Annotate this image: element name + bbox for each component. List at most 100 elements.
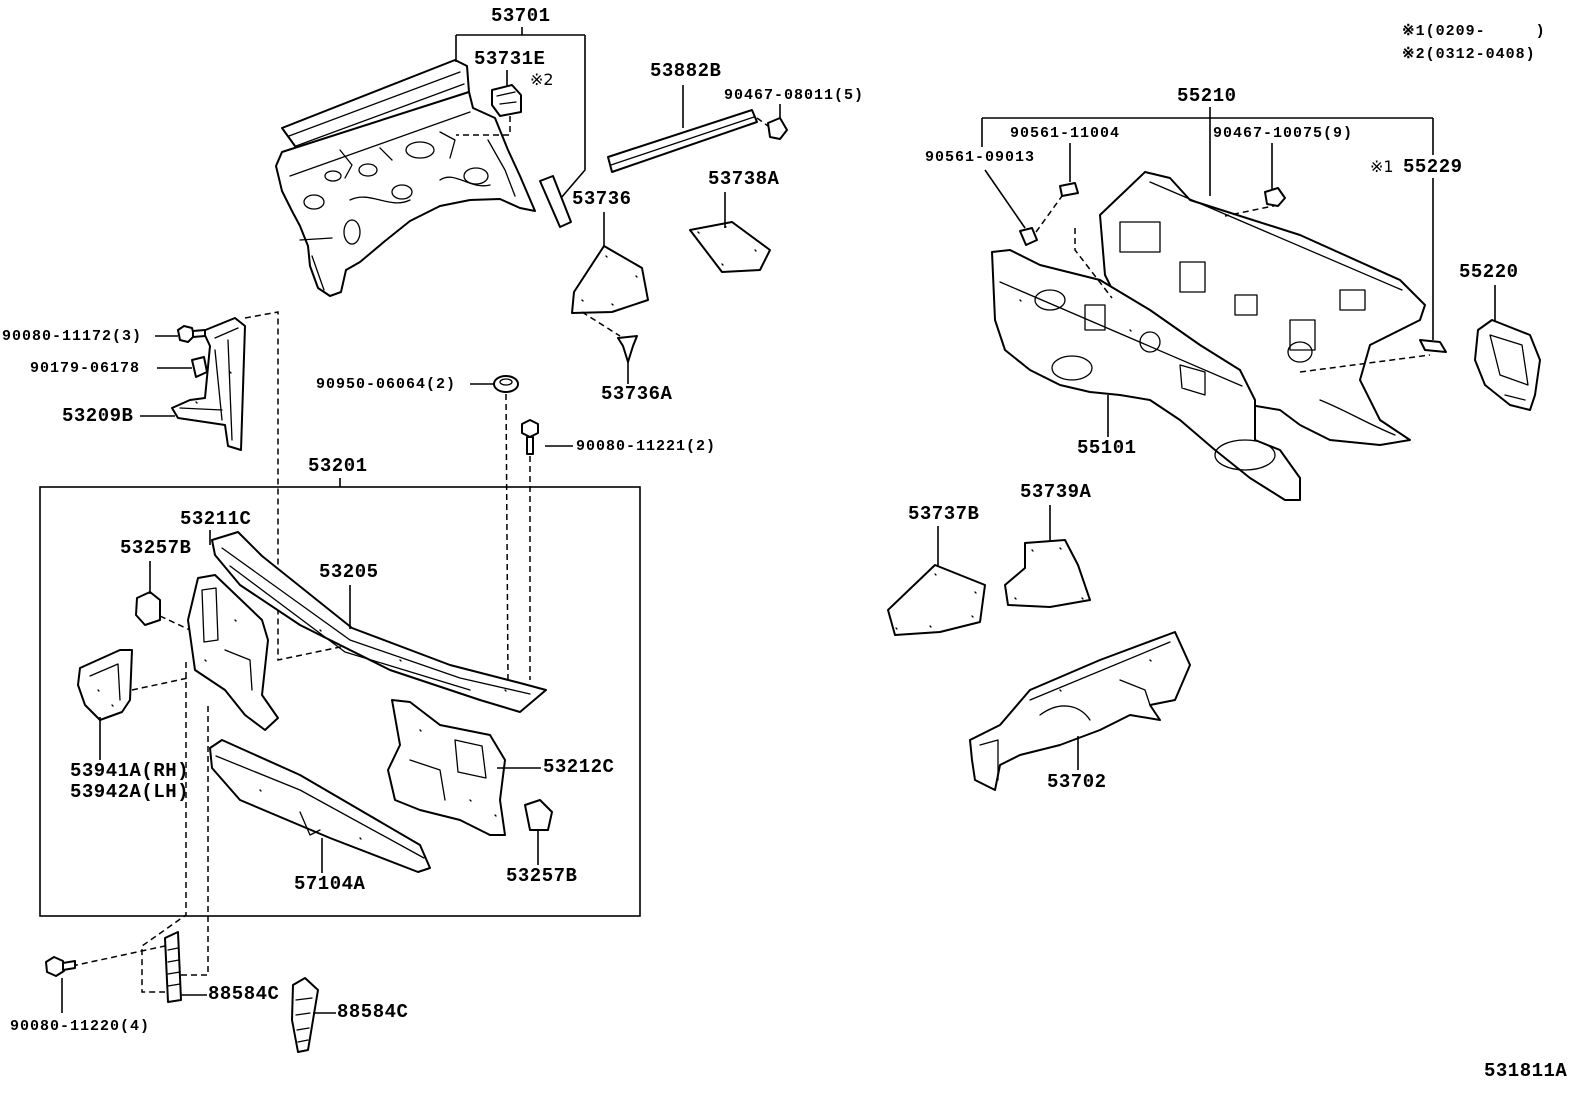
- bracket-outline: [491, 84, 522, 117]
- bracket-outline: [387, 699, 506, 836]
- note-mark-2: ※2: [530, 70, 554, 89]
- callout-90561-11004: 90561-11004: [1010, 125, 1121, 142]
- crossmember-edge: [221, 547, 531, 695]
- part-53701-cowl-panel: [275, 59, 536, 297]
- callout-53737B: 53737B: [908, 503, 980, 525]
- bolt-head: [521, 419, 539, 438]
- dashed-guide: [756, 117, 769, 127]
- bracket-detail: [179, 327, 239, 441]
- cowl-hole: [391, 184, 413, 200]
- insulator-hole: [1034, 289, 1066, 311]
- callout-88584C-a: 88584C: [208, 983, 280, 1005]
- callout-90080-11172: 90080-11172(3): [2, 328, 143, 345]
- leader-line: [981, 107, 1434, 340]
- clip-outline: [1019, 227, 1038, 246]
- callout-57104A: 57104A: [294, 873, 366, 895]
- callout-90467-08011: 90467-08011(5): [724, 87, 865, 104]
- bracket-outline: [135, 591, 161, 626]
- callout-90950-06064: 90950-06064(2): [316, 376, 457, 393]
- assembly-53201-box: [39, 478, 641, 917]
- guides-lower-left: [71, 662, 209, 993]
- dashed-guide: [1035, 195, 1431, 373]
- part-90080-11172-bolt: [155, 325, 206, 343]
- callout-53738A: 53738A: [708, 168, 780, 190]
- insulator-detail: [999, 281, 1243, 396]
- part-53731E-bracket: [491, 84, 522, 117]
- duct-outline: [1474, 319, 1541, 411]
- callout-53942A: 53942A(LH): [70, 781, 190, 803]
- clip-outline: [191, 356, 208, 378]
- part-90080-11221-bolt: [521, 419, 573, 680]
- pad-outline: [689, 221, 771, 273]
- cowl-hole: [324, 170, 342, 182]
- part-88584C-seal-a: [164, 931, 207, 1003]
- cowl-hole: [343, 219, 361, 245]
- duct-detail: [1489, 334, 1529, 401]
- dashed-guide: [159, 615, 191, 631]
- cowl-hole: [303, 194, 325, 210]
- bolt-head: [45, 956, 65, 977]
- part-53737B-pad: [887, 526, 986, 636]
- part-90561-11004-clip: [1059, 182, 1079, 197]
- callout-53736: 53736: [572, 188, 632, 210]
- part-53205-crossmember: [211, 531, 547, 713]
- note-2: ※2(0312-0408): [1402, 46, 1536, 63]
- pad-holes: [895, 573, 977, 630]
- leaders-55210: [981, 107, 1434, 373]
- seal-hatch: [295, 997, 313, 1043]
- callout-55229: 55229: [1403, 156, 1463, 178]
- figure-code: 531811A: [1484, 1060, 1568, 1082]
- note-1: ※1(0209- ): [1402, 23, 1546, 40]
- part-53701-side-bracket: [539, 175, 572, 228]
- callout-53701: 53701: [491, 5, 551, 27]
- bolt-head: [177, 325, 195, 343]
- cowl-hole: [463, 167, 489, 185]
- plug-outline: [1419, 339, 1447, 353]
- note-mark-1: ※1: [1370, 157, 1394, 176]
- dashed-guide: [581, 311, 621, 337]
- bolt-shank: [62, 960, 76, 971]
- callout-53941A: 53941A(RH): [70, 760, 190, 782]
- callout-53257B-left: 53257B: [120, 537, 192, 559]
- callout-90561-09013: 90561-09013: [925, 149, 1036, 166]
- seal-outline: [291, 977, 319, 1053]
- strip-edge: [610, 116, 755, 166]
- dash-panel-hole: [1287, 341, 1313, 363]
- callout-53257B-right: 53257B: [506, 865, 578, 887]
- bolt-shank: [526, 436, 534, 455]
- cowl-hole: [405, 141, 435, 159]
- callout-88584C-b: 88584C: [337, 1001, 409, 1023]
- part-53257B-right-bracket: [524, 799, 553, 865]
- bracket-detail: [409, 729, 497, 817]
- part-90467-10075-clip: [1264, 187, 1286, 207]
- part-57104A-lower-crossmember: [209, 739, 431, 873]
- cowl-body: [275, 91, 536, 297]
- cowl-detail: [289, 111, 516, 291]
- part-90080-11220-bolt: [45, 956, 76, 1013]
- part-53257B-left-bracket: [135, 561, 191, 631]
- part-53882B-strip: [607, 85, 758, 173]
- grommet-center: [499, 378, 513, 386]
- part-53738A-pad: [689, 192, 771, 273]
- callout-55220: 55220: [1459, 261, 1519, 283]
- part-55220-duct: [1474, 285, 1541, 411]
- callout-53882B: 53882B: [650, 60, 722, 82]
- callout-53209B: 53209B: [62, 405, 134, 427]
- dashed-guide: [131, 677, 189, 691]
- part-53941A-bracket: [77, 649, 189, 760]
- leaders-53701: [455, 27, 586, 199]
- insulator-hole: [1051, 355, 1093, 381]
- dashed-guide: [244, 311, 346, 661]
- bracket-detail: [89, 663, 121, 707]
- cowl-rail-edge: [288, 71, 465, 147]
- pad-holes: [581, 255, 638, 306]
- callout-55101: 55101: [1077, 437, 1137, 459]
- clip-outline: [767, 117, 788, 140]
- pad-outline: [1004, 539, 1091, 608]
- crossmember-edge: [215, 755, 425, 859]
- callout-53702: 53702: [1047, 771, 1107, 793]
- pad-holes: [1014, 547, 1084, 600]
- leader-line: [455, 27, 586, 199]
- callout-53211C: 53211C: [180, 508, 252, 530]
- pad-outline: [887, 564, 986, 636]
